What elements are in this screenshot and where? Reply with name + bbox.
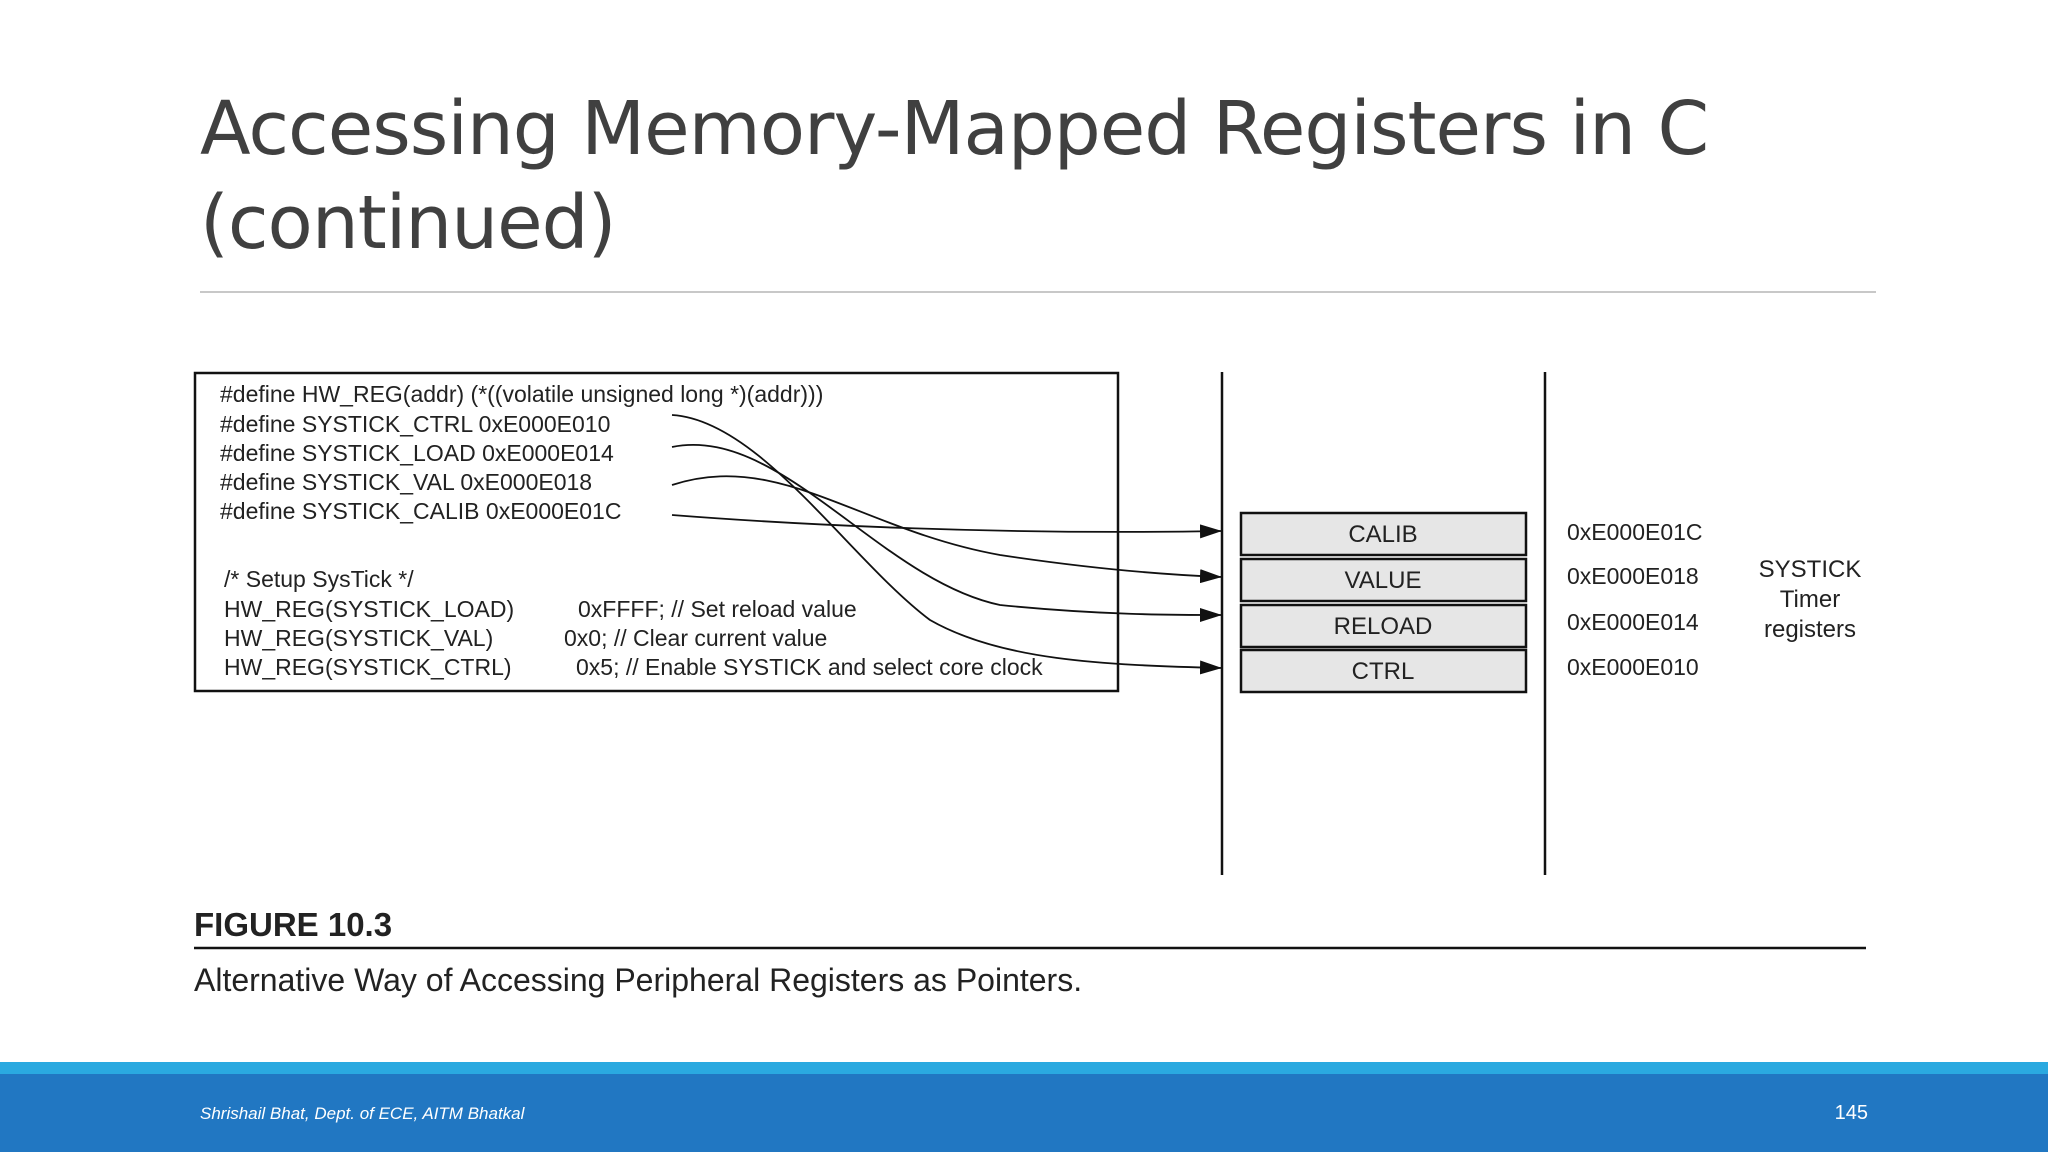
code-line: #define SYSTICK_CALIB 0xE000E01C xyxy=(220,498,621,524)
register-reload-label: RELOAD xyxy=(1334,613,1433,640)
group-label: SYSTICK xyxy=(1759,556,1862,583)
setup-value: 0x5; // Enable SYSTICK and select core c… xyxy=(576,654,1043,680)
figure-number: FIGURE 10.3 xyxy=(194,906,392,943)
slide-title: Accessing Memory-Mapped Registers in C (… xyxy=(200,82,1900,270)
title-line-1: Accessing Memory-Mapped Registers in C xyxy=(200,86,1709,172)
register-address: 0xE000E018 xyxy=(1567,563,1699,589)
register-reload-box xyxy=(1239,603,1528,649)
page-number: 145 xyxy=(1834,1102,1868,1124)
memory-map-figure: #define HW_REG(addr) (*((volatile unsign… xyxy=(193,371,1866,998)
figure-caption: Alternative Way of Accessing Peripheral … xyxy=(194,962,1082,998)
register-ctrl-box xyxy=(1239,648,1528,694)
group-label: Timer xyxy=(1780,586,1840,613)
arrow-load xyxy=(671,444,1223,622)
register-address: 0xE000E014 xyxy=(1567,609,1699,635)
setup-comment: /* Setup SysTick */ xyxy=(224,566,414,592)
arrow-ctrl xyxy=(671,414,1223,675)
setup-call: HW_REG(SYSTICK_VAL) xyxy=(224,625,493,651)
register-calib-box xyxy=(1239,511,1528,557)
setup-call: HW_REG(SYSTICK_LOAD) xyxy=(224,596,514,622)
footer-author: Shrishail Bhat, Dept. of ECE, AITM Bhatk… xyxy=(200,1104,525,1123)
slide-footer: Shrishail Bhat, Dept. of ECE, AITM Bhatk… xyxy=(0,1074,2048,1152)
register-address: 0xE000E010 xyxy=(1567,654,1699,680)
register-address: 0xE000E01C xyxy=(1567,519,1703,545)
group-label: registers xyxy=(1764,616,1856,643)
setup-call: HW_REG(SYSTICK_CTRL) xyxy=(224,654,512,680)
register-value-label: VALUE xyxy=(1345,567,1422,594)
register-ctrl-label: CTRL xyxy=(1352,658,1415,685)
title-divider xyxy=(200,291,1876,293)
title-line-2: (continued) xyxy=(200,180,616,266)
arrow-val xyxy=(671,475,1223,584)
code-line: #define SYSTICK_VAL 0xE000E018 xyxy=(220,469,592,495)
code-line: #define SYSTICK_CTRL 0xE000E010 xyxy=(220,411,610,437)
setup-value: 0x0; // Clear current value xyxy=(564,625,827,651)
setup-value: 0xFFFF; // Set reload value xyxy=(578,596,857,622)
footer-accent-strip xyxy=(0,1062,2048,1074)
code-line: #define HW_REG(addr) (*((volatile unsign… xyxy=(220,381,823,407)
code-line: #define SYSTICK_LOAD 0xE000E014 xyxy=(220,440,614,466)
register-value-box xyxy=(1239,557,1528,603)
arrow-calib xyxy=(671,514,1223,539)
register-calib-label: CALIB xyxy=(1348,521,1417,548)
